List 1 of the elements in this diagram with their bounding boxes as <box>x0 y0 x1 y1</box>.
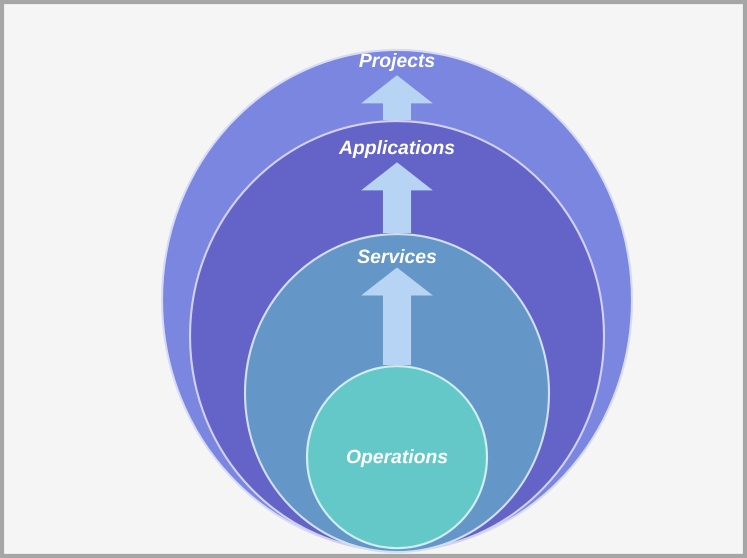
ring: Operations <box>306 365 488 550</box>
